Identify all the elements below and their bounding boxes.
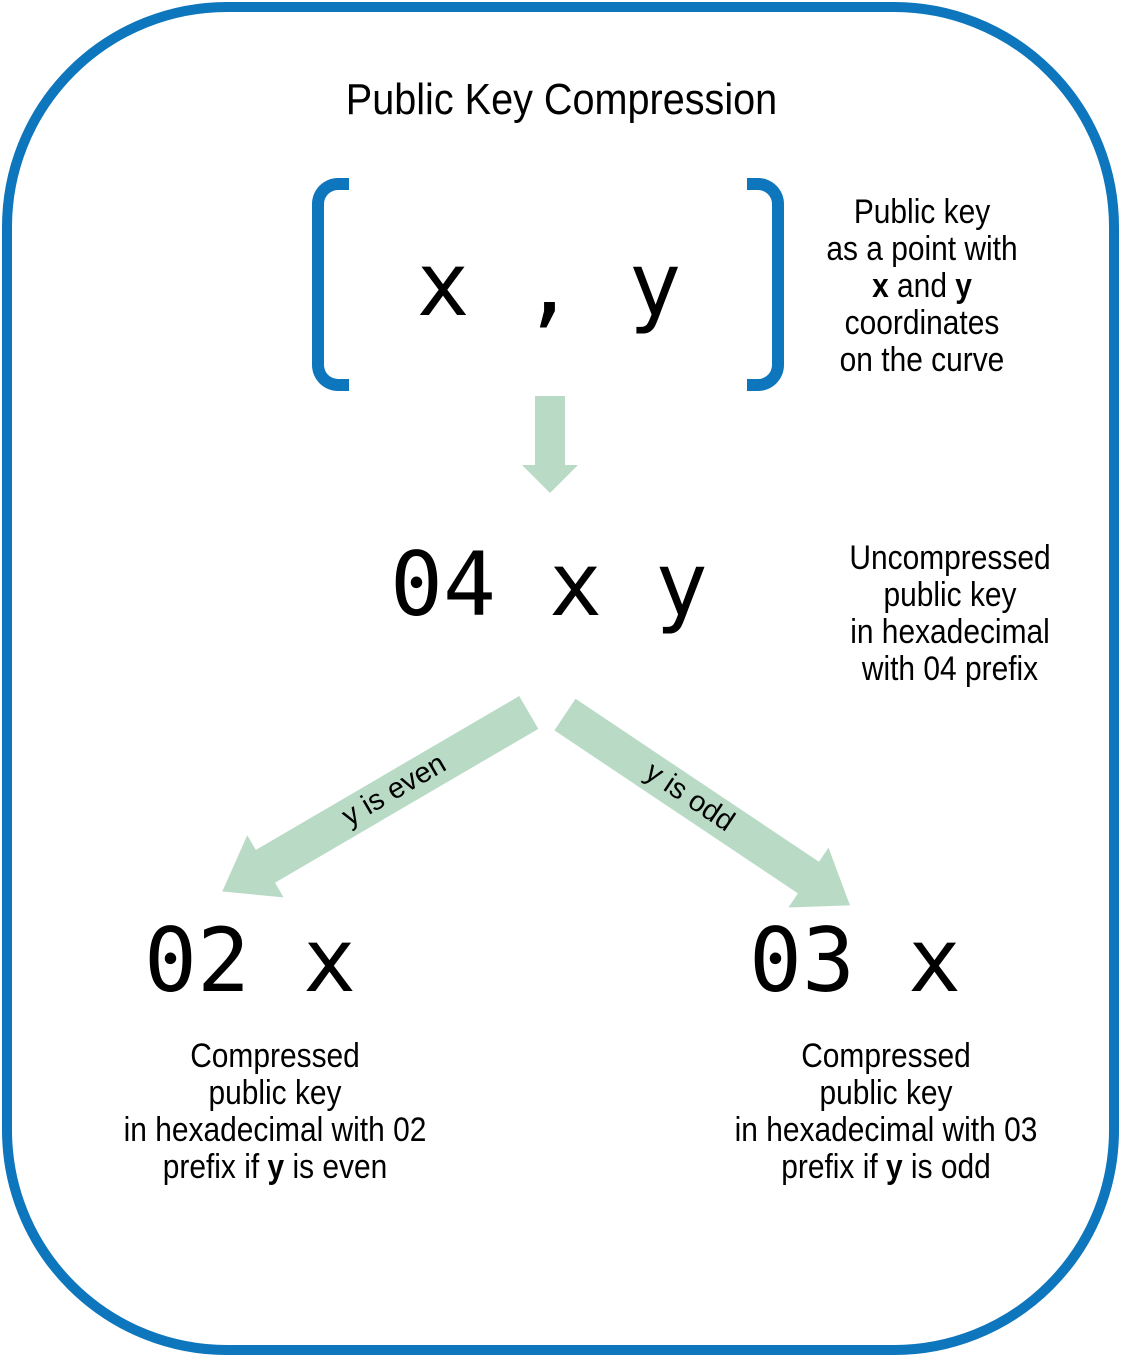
annotation-text: prefix if (781, 1148, 886, 1186)
annotation-line: on the curve (839, 341, 1005, 379)
compressed-even-annotation: Compressed public key in hexadecimal wit… (117, 1038, 434, 1186)
point-annotation: Public key as a point with x and y coord… (799, 194, 1045, 379)
annotation-line: x and y (799, 268, 1045, 305)
annotation-line: public key (819, 1074, 953, 1112)
right-bracket (747, 178, 784, 391)
down-arrow-tail (535, 396, 565, 466)
bold-y: y (955, 267, 972, 305)
compressed-odd-key-node: 03 x (749, 909, 961, 1012)
annotation-line: Public key (853, 193, 991, 231)
uncompressed-key-node: 04 x y (390, 533, 708, 636)
annotation-line: in hexadecimal with 02 (123, 1111, 427, 1149)
annotation-text: is odd (902, 1148, 991, 1186)
compressed-odd-annotation: Compressed public key in hexadecimal wit… (728, 1038, 1045, 1186)
annotation-text: and (888, 267, 956, 305)
annotation-line: coordinates (844, 304, 1000, 342)
annotation-line: public key (883, 576, 1017, 614)
annotation-line: prefix if y is odd (728, 1149, 1045, 1186)
bold-x: x (872, 267, 889, 305)
left-bracket (312, 178, 349, 391)
annotation-line: public key (208, 1074, 342, 1112)
annotation-line: Compressed (801, 1037, 971, 1075)
bold-y: y (885, 1148, 903, 1186)
annotation-line: in hexadecimal (850, 613, 1050, 651)
point-coordinates-node: x , y (416, 233, 682, 336)
uncompressed-annotation: Uncompressed public key in hexadecimal w… (827, 540, 1073, 688)
bold-y: y (267, 1148, 285, 1186)
diagram-title: Public Key Compression (345, 75, 778, 124)
annotation-line: prefix if y is even (117, 1149, 434, 1186)
annotation-text: is even (284, 1148, 388, 1186)
annotation-line: with 04 prefix (861, 650, 1039, 688)
compressed-even-key-node: 02 x (144, 909, 356, 1012)
annotation-text: prefix if (162, 1148, 268, 1186)
annotation-line: Compressed (190, 1037, 360, 1075)
down-arrow-head-icon (522, 465, 578, 493)
annotation-line: Uncompressed (849, 539, 1051, 577)
annotation-line: in hexadecimal with 03 (734, 1111, 1038, 1149)
annotation-line: as a point with (826, 230, 1018, 268)
